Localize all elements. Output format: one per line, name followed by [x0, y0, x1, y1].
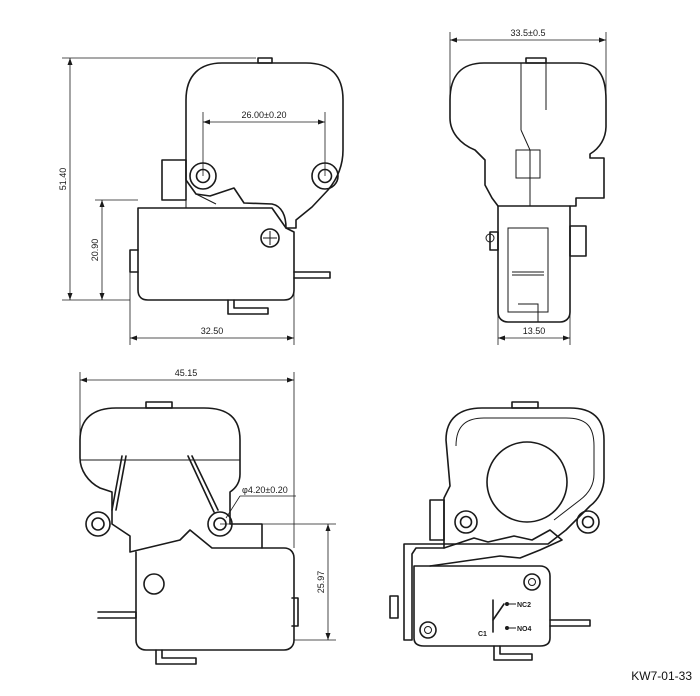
dim-side-base-width: 13.50 — [523, 326, 546, 336]
switch-screw-bottom — [419, 621, 437, 639]
dim-front-body-width: 32.50 — [201, 326, 224, 336]
dim-rear-total-width: 45.15 — [175, 368, 198, 378]
front-view: 26.00±0.20 51.40 20.90 32.50 — [58, 57, 344, 345]
dim-rear-body-height: 25.97 — [316, 571, 326, 594]
model-code: KW7-01-33 — [631, 669, 692, 683]
actuator-ball — [486, 441, 568, 523]
dim-rear-hole-diameter: φ4.20±0.20 — [242, 485, 288, 495]
dim-side-width: 33.5±0.5 — [511, 28, 546, 38]
side-view: 33.5±0.5 13.50 — [449, 28, 607, 345]
front-screw — [260, 228, 280, 248]
dim-front-body-height: 20.90 — [90, 239, 100, 262]
rear-view: 45.15 φ4.20±0.20 25.97 — [79, 368, 336, 665]
terminal-common-label: C1 — [478, 631, 487, 638]
switch-screw-top — [523, 573, 541, 591]
dim-front-pin-spacing: 26.00±0.20 — [242, 110, 287, 120]
internal-pivot-right — [576, 510, 600, 534]
internal-view: NC2 NO4 C1 — [389, 401, 605, 661]
terminal-nc-label: NC2 — [517, 602, 531, 609]
rear-pivot-left — [85, 511, 111, 537]
dim-front-total-height: 51.40 — [58, 168, 68, 191]
terminal-no-label: NO4 — [517, 626, 532, 633]
internal-pivot-left — [454, 510, 478, 534]
